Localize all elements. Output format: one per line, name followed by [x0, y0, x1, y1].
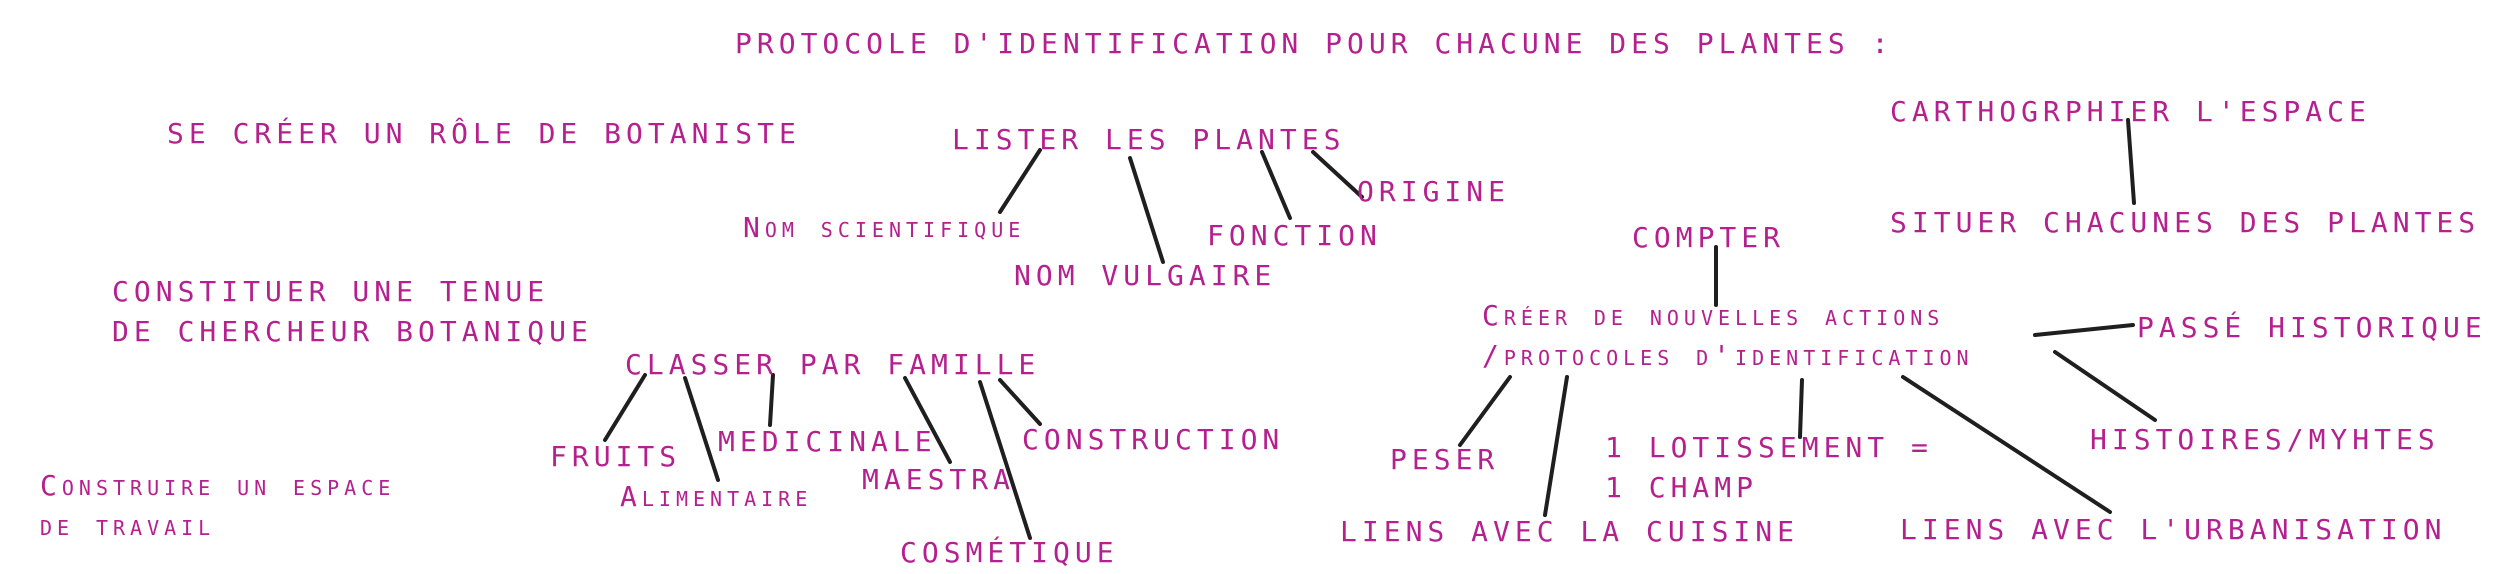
node-compter: COMPTER	[1632, 221, 1786, 254]
node-tenue-line-2: DE CHERCHEUR BOTANIQUE	[112, 315, 593, 348]
node-fruits: FRUITS	[550, 440, 682, 473]
connector-fruits	[603, 373, 647, 442]
node-passe-historique: PASSÉ HISTORIQUE	[2137, 311, 2487, 344]
node-lotissement-line-1: 1 LOTISSEMENT =	[1605, 431, 1933, 464]
node-actions-line-1: Créer de nouvelles actions	[1482, 299, 1945, 332]
node-carthographier: CARTHOGRPHIER L'ESPACE	[1890, 95, 2371, 128]
connector-fonction	[1260, 150, 1292, 220]
connector-lotissement	[1798, 378, 1804, 439]
node-peser: PESER	[1390, 443, 1500, 476]
node-classer-famille: CLASSER PAR FAMILLE	[625, 348, 1041, 381]
connector-cosmetique	[978, 380, 1032, 540]
connector-origine	[1311, 150, 1364, 199]
connector-situer	[2126, 118, 2136, 205]
node-nom-scientifique: Nom scientifique	[743, 211, 1026, 244]
node-medicinale: MEDICINALE	[718, 425, 937, 458]
connector-cuisine	[1543, 375, 1569, 517]
diagram-title: PROTOCOLE D'IDENTIFICATION POUR CHACUNE …	[735, 27, 1894, 60]
node-role-botaniste: SE CRÉER UN RÔLE DE BOTANISTE	[167, 117, 801, 150]
connector-alimentaire	[683, 376, 720, 482]
node-alimentaire: Alimentaire	[620, 480, 813, 513]
node-fonction: FONCTION	[1207, 219, 1382, 252]
connector-urbanisation	[1901, 375, 2112, 514]
connector-peser	[1458, 375, 1512, 447]
connector-nom-scientifique	[998, 148, 1042, 214]
connector-medicinale	[768, 373, 775, 427]
connector-construction	[998, 378, 1042, 426]
connector-passe	[2033, 323, 2135, 337]
node-maestra: MAESTRA	[862, 463, 1016, 496]
node-lister-plantes: LISTER LES PLANTES	[952, 123, 1346, 156]
node-origine: ORIGINE	[1357, 175, 1511, 208]
node-nom-vulgaire: NOM VULGAIRE	[1014, 259, 1277, 292]
node-situer-plantes: SITUER CHACUNES DES PLANTES	[1890, 206, 2481, 239]
node-actions-line-2: /protocoles d'identification	[1482, 339, 1974, 372]
node-liens-cuisine: LIENS AVEC LA CUISINE	[1340, 515, 1800, 548]
node-construction: CONSTRUCTION	[1022, 423, 1285, 456]
node-liens-urbanisation: LIENS AVEC L'URBANISATION	[1900, 513, 2447, 546]
connector-maestra	[903, 376, 952, 464]
node-tenue-line-1: CONSTITUER UNE TENUE	[112, 275, 550, 308]
node-lotissement-line-2: 1 CHAMP	[1605, 471, 1759, 504]
connector-histoires	[2053, 350, 2157, 422]
node-histoires-mythes: HISTOIRES/MYHTES	[2090, 423, 2440, 456]
node-espace-line-2: de travail	[40, 509, 216, 542]
node-espace-line-1: Construire un espace	[40, 469, 396, 502]
connector-nom-vulgaire	[1128, 156, 1165, 264]
node-cosmetique: COSMÉTIQUE	[900, 536, 1119, 569]
